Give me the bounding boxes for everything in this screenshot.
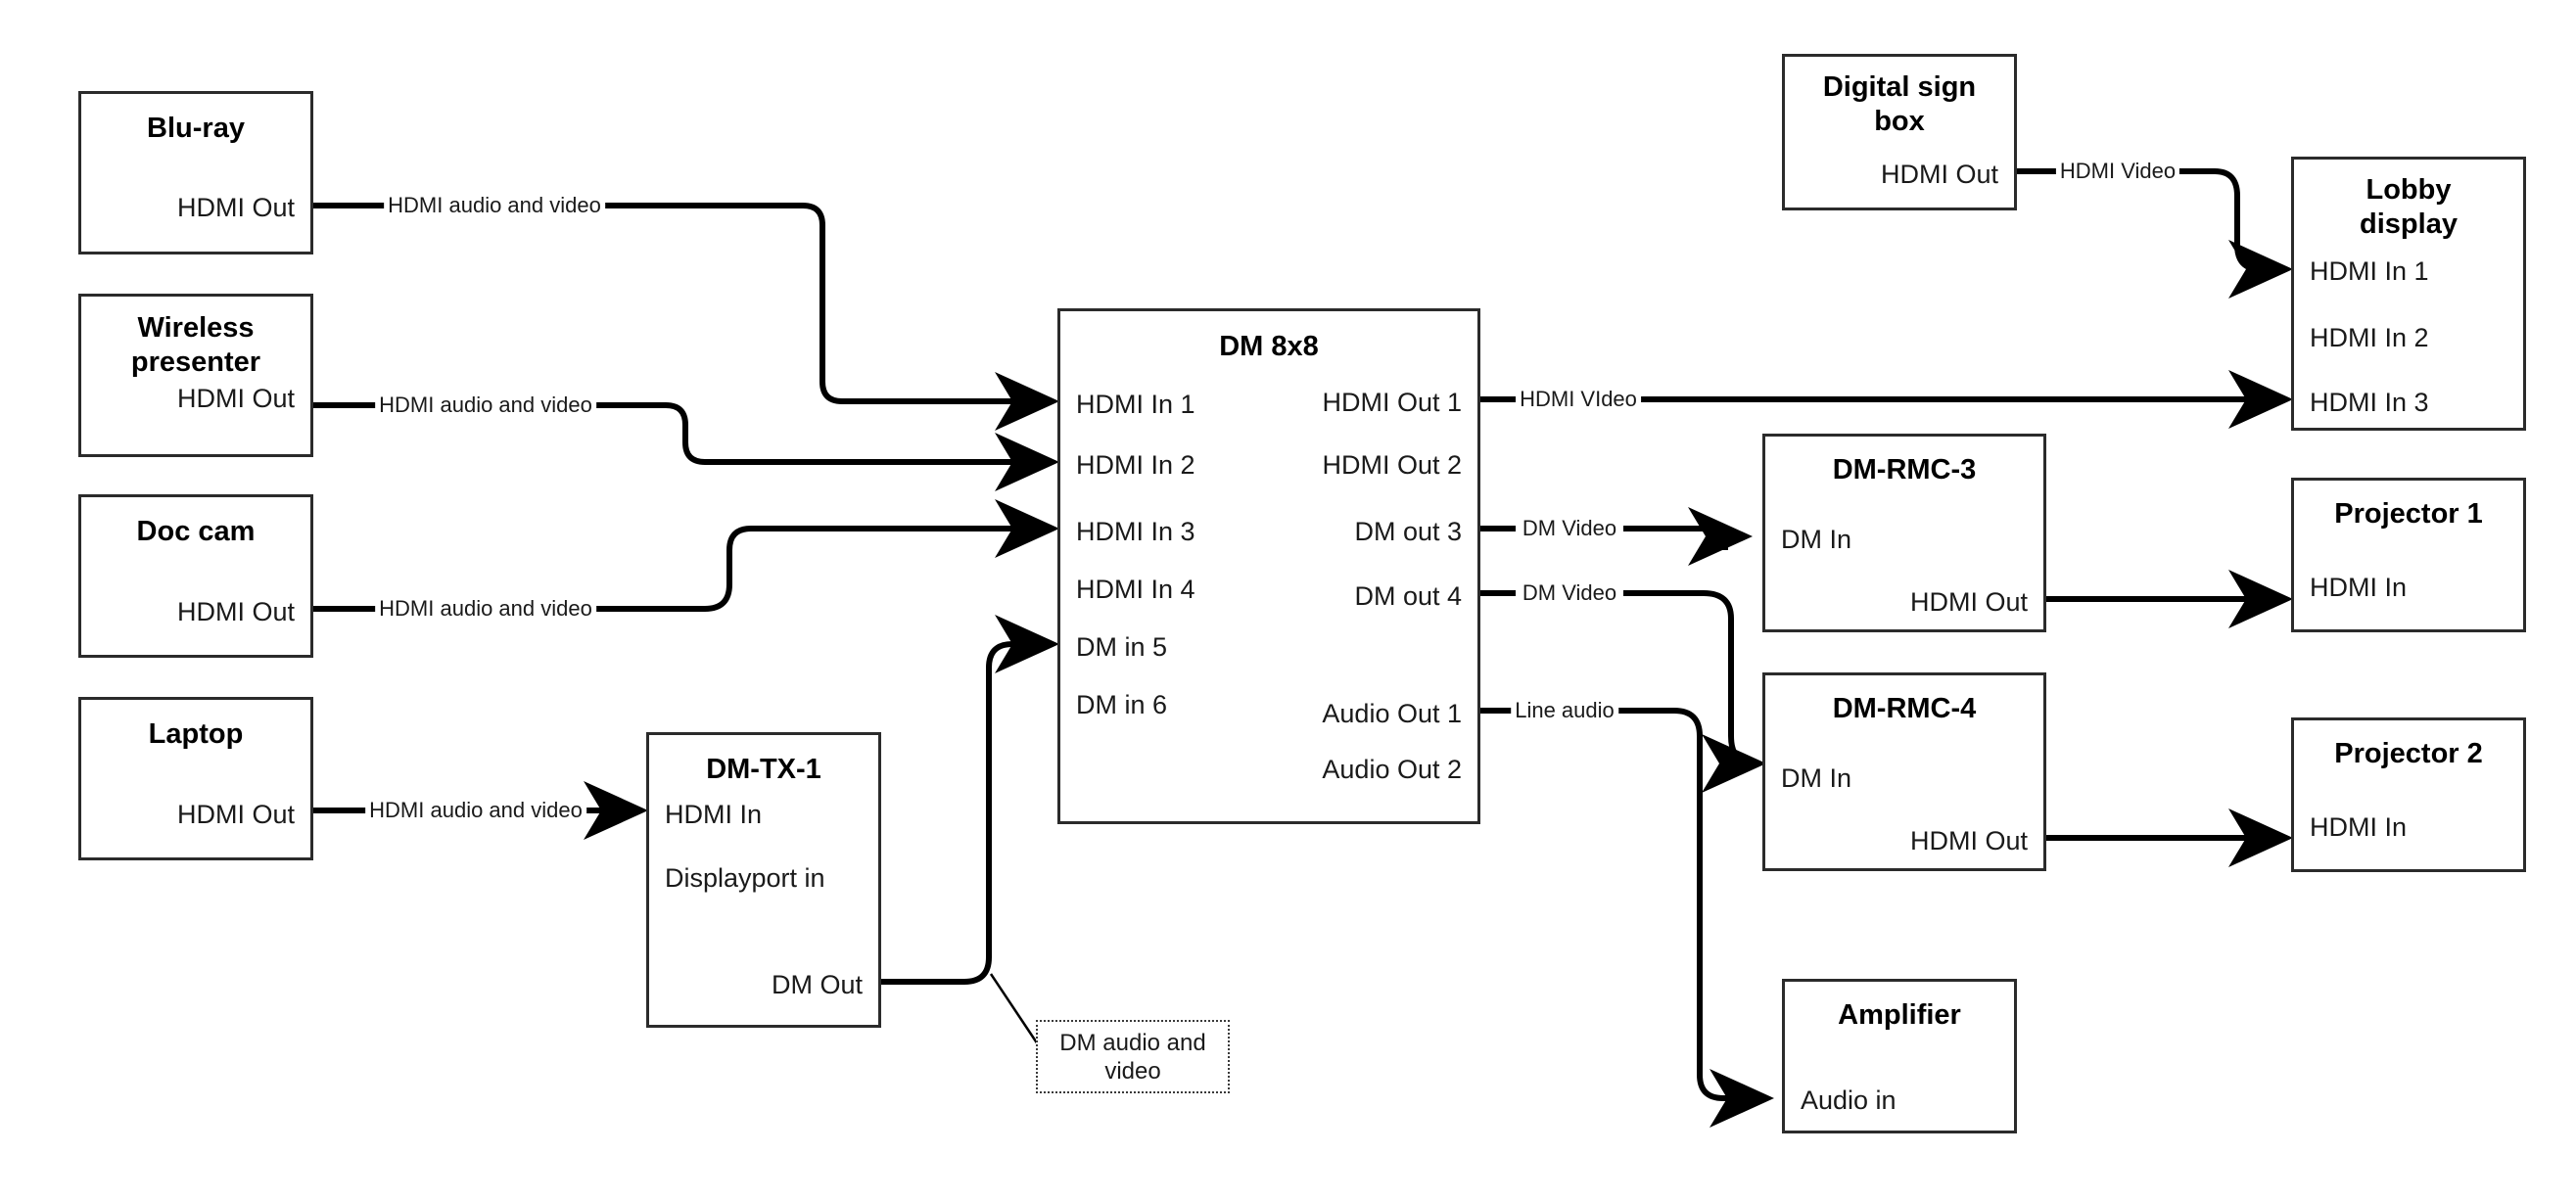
node-title: Laptop: [148, 718, 244, 750]
wire-signbox-to-lobby-hdmi-in-1: [2017, 168, 2281, 269]
node-title: Projector 2: [2334, 738, 2483, 769]
node-laptop[interactable]: Laptop HDMI Out: [78, 697, 313, 860]
port-displayport-in[interactable]: Displayport in: [665, 863, 825, 893]
port-hdmi-out[interactable]: HDMI Out: [1909, 587, 2028, 617]
node-doc-cam[interactable]: Doc cam HDMI Out: [78, 494, 313, 658]
wire-dm-dmout4-to-rmc4: [1480, 590, 1755, 763]
port-dm-in-6[interactable]: DM in 6: [1076, 690, 1168, 719]
annotation-dm-audio-and-video: DM audio and video: [1036, 1020, 1230, 1093]
port-hdmi-out[interactable]: HDMI Out: [176, 800, 295, 829]
annotation-text: DM audio and video: [1059, 1029, 1206, 1085]
node-title: DM-RMC-3: [1832, 454, 1977, 485]
leader-line-dm-cable-note: [989, 973, 1042, 1048]
edge-label-wireless-to-dm: HDMI audio and video: [375, 393, 596, 418]
port-hdmi-in-2[interactable]: HDMI In 2: [1076, 450, 1195, 480]
port-dm-out-4[interactable]: DM out 4: [1354, 581, 1462, 611]
port-hdmi-out[interactable]: HDMI Out: [1909, 826, 2028, 855]
node-amplifier[interactable]: Amplifier Audio in: [1782, 979, 2017, 1133]
port-audio-out-1[interactable]: Audio Out 1: [1322, 699, 1462, 728]
node-title: Projector 1: [2334, 498, 2483, 530]
node-title: DM-TX-1: [706, 754, 821, 785]
port-hdmi-in[interactable]: HDMI In: [2310, 812, 2408, 842]
port-hdmi-in-3[interactable]: HDMI In 3: [1076, 517, 1195, 546]
node-wireless-presenter[interactable]: Wireless presenter HDMI Out: [78, 294, 313, 457]
port-dm-in-5[interactable]: DM in 5: [1076, 632, 1168, 662]
port-hdmi-in-3[interactable]: HDMI In 3: [2310, 388, 2429, 417]
port-hdmi-out-2[interactable]: HDMI Out 2: [1322, 450, 1462, 480]
port-dm-out-3[interactable]: DM out 3: [1354, 517, 1462, 546]
edge-label-bluray-to-dm: HDMI audio and video: [384, 193, 605, 218]
edge-label-audioout1-to-amp: Line audio: [1511, 698, 1618, 723]
node-lobby-display[interactable]: Lobby display HDMI In 1 HDMI In 2 HDMI I…: [2291, 157, 2526, 431]
node-title: Lobby display: [2360, 174, 2458, 240]
node-title: Wireless presenter: [130, 312, 261, 378]
node-projector-1[interactable]: Projector 1 HDMI In: [2291, 478, 2526, 632]
node-title: Digital sign box: [1822, 71, 1977, 137]
node-title: DM 8x8: [1219, 331, 1319, 362]
node-dm-tx-1[interactable]: DM-TX-1 HDMI In Displayport in DM Out: [646, 732, 881, 1028]
edge-label-laptop-to-dmtx: HDMI audio and video: [365, 798, 586, 823]
edge-label-dmout3-to-rmc3: DM Video: [1518, 516, 1621, 541]
port-hdmi-out-1[interactable]: HDMI Out 1: [1322, 388, 1462, 417]
port-audio-out-2[interactable]: Audio Out 2: [1322, 755, 1462, 784]
node-dm-rmc-3[interactable]: DM-RMC-3 DM In HDMI Out: [1762, 434, 2046, 632]
node-title: DM-RMC-4: [1832, 693, 1977, 724]
node-blu-ray[interactable]: Blu-ray HDMI Out: [78, 91, 313, 254]
node-title: Blu-ray: [147, 113, 245, 144]
port-hdmi-in-4[interactable]: HDMI In 4: [1076, 575, 1195, 604]
port-hdmi-in-1[interactable]: HDMI In 1: [2310, 256, 2429, 286]
edge-label-signbox-to-lobby: HDMI Video: [2055, 159, 2180, 184]
node-dm-rmc-4[interactable]: DM-RMC-4 DM In HDMI Out: [1762, 672, 2046, 871]
edge-label-dmout4-to-rmc4: DM Video: [1518, 580, 1621, 606]
port-dm-out[interactable]: DM Out: [771, 970, 863, 999]
port-audio-in[interactable]: Audio in: [1801, 1086, 1897, 1115]
wire-dm-audioout1-to-amplifier: [1480, 708, 1762, 1098]
wire-dmtx-dmout-to-dm-in-5: [881, 615, 1059, 985]
node-title: Doc cam: [136, 516, 256, 547]
node-title: Amplifier: [1838, 999, 1961, 1031]
edge-label-doccam-to-dm: HDMI audio and video: [375, 596, 596, 622]
port-hdmi-in[interactable]: HDMI In: [2310, 573, 2408, 602]
wire-bluray-to-dm-hdmi-in-1: [313, 203, 1059, 431]
edge-label-hdmiout1-to-lobby: HDMI VIdeo: [1516, 387, 1641, 412]
port-hdmi-in[interactable]: HDMI In: [665, 800, 763, 829]
port-hdmi-out[interactable]: HDMI Out: [176, 597, 295, 626]
port-hdmi-in-1[interactable]: HDMI In 1: [1076, 390, 1195, 419]
port-hdmi-in-2[interactable]: HDMI In 2: [2310, 323, 2429, 352]
node-digital-sign-box[interactable]: Digital sign box HDMI Out: [1782, 54, 2017, 210]
node-projector-2[interactable]: Projector 2 HDMI In: [2291, 717, 2526, 872]
port-hdmi-out[interactable]: HDMI Out: [176, 384, 295, 413]
port-dm-in[interactable]: DM In: [1781, 763, 1852, 793]
port-dm-in[interactable]: DM In: [1781, 525, 1852, 554]
port-hdmi-out[interactable]: HDMI Out: [1880, 160, 1998, 189]
port-hdmi-out[interactable]: HDMI Out: [176, 193, 295, 222]
node-dm-8x8[interactable]: DM 8x8 HDMI In 1 HDMI In 2 HDMI In 3 HDM…: [1057, 308, 1480, 824]
